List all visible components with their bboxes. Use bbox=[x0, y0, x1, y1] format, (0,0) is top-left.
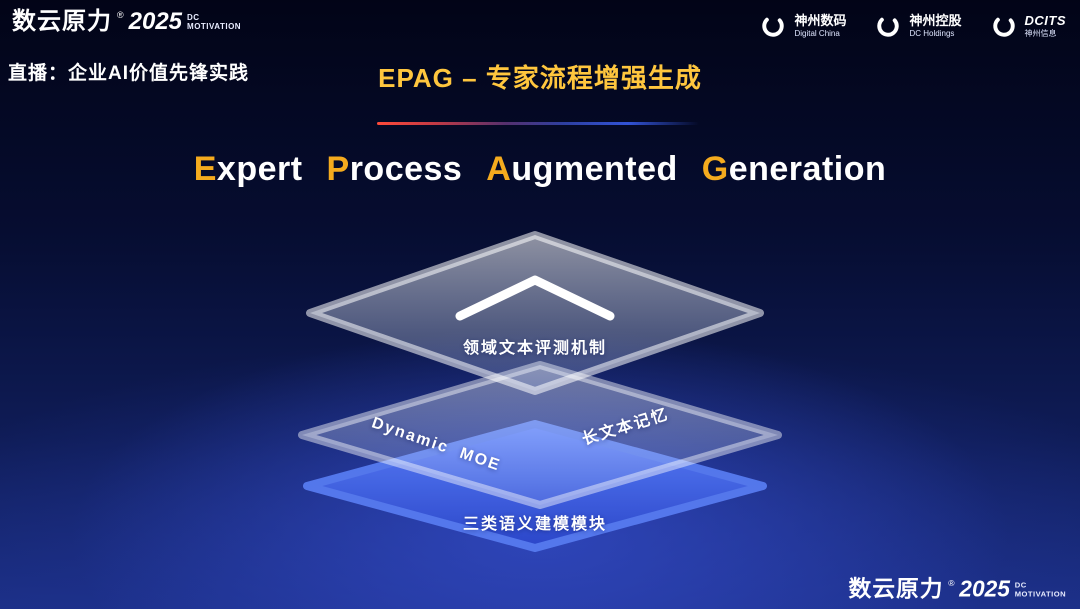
page-title: EPAG – 专家流程增强生成 bbox=[378, 63, 702, 93]
registered-mark: ® bbox=[948, 578, 955, 588]
layer-middle-shape bbox=[298, 361, 782, 509]
logo-subname: Digital China bbox=[794, 28, 840, 38]
layer-top-label: 领域文本评测机制 bbox=[462, 340, 607, 357]
dcits-logo: DCITS 神州信息 bbox=[990, 12, 1067, 40]
title-initial: P bbox=[326, 150, 350, 188]
brand-name: 数云原力 bbox=[12, 8, 112, 35]
logo-name: DCITS bbox=[1024, 12, 1066, 28]
title-word: Generation bbox=[702, 150, 887, 188]
chevron-up-icon bbox=[455, 275, 615, 321]
brand-logo-top-left: 数云原力 ® 2025 DC MOTIVATION bbox=[12, 10, 241, 34]
logo-name: 神州数码 bbox=[794, 12, 847, 28]
title-initial: A bbox=[486, 150, 512, 188]
swoosh-icon bbox=[762, 15, 785, 37]
swoosh-icon bbox=[992, 15, 1015, 37]
dc-holdings-logo: 神州控股 DC Holdings bbox=[874, 12, 962, 40]
title-rest: xpert bbox=[216, 150, 303, 188]
logo-name: 神州控股 bbox=[909, 12, 962, 28]
gradient-divider bbox=[377, 122, 699, 125]
brand-subtitle-line2: MOTIVATION bbox=[187, 22, 242, 32]
brand-year: 2025 bbox=[959, 576, 1010, 602]
logo-subname: 神州信息 bbox=[1024, 28, 1057, 38]
brand-name: 数云原力 bbox=[848, 576, 944, 602]
brand-subtitle: DC MOTIVATION bbox=[1015, 581, 1066, 598]
brand-year: 2025 bbox=[128, 8, 183, 35]
logo-subname: DC Holdings bbox=[909, 28, 955, 38]
layer-top-shape bbox=[306, 231, 764, 395]
layer-bottom-label: 三类语义建模模块 bbox=[462, 516, 607, 533]
title-rest: ugmented bbox=[511, 150, 678, 188]
title-word: Augmented bbox=[486, 150, 678, 188]
brand-subtitle-line1: DC bbox=[187, 13, 200, 22]
title-initial: E bbox=[193, 150, 217, 188]
main-title: Expert Process Augmented Generation bbox=[0, 150, 1080, 189]
registered-mark: ® bbox=[117, 10, 124, 20]
corporate-logos: 神州数码 Digital China 神州控股 DC Holdings DCIT… bbox=[759, 12, 1066, 40]
brand-logo-bottom-right: 数云原力 ® 2025 DC MOTIVATION bbox=[848, 578, 1066, 601]
title-rest: eneration bbox=[728, 150, 887, 188]
brand-subtitle-line1: DC bbox=[1014, 581, 1027, 590]
title-word: Process bbox=[327, 150, 463, 188]
brand-subtitle-line2: MOTIVATION bbox=[1014, 589, 1066, 599]
digital-china-logo: 神州数码 Digital China bbox=[759, 12, 846, 40]
title-rest: rocess bbox=[349, 150, 463, 188]
title-initial: G bbox=[701, 150, 729, 188]
live-stream-label: 直播：企业AI价值先锋实践 bbox=[8, 63, 250, 84]
swoosh-icon bbox=[877, 15, 900, 37]
title-word: Expert bbox=[194, 150, 303, 188]
brand-subtitle: DC MOTIVATION bbox=[187, 13, 241, 31]
layer-stack-diagram bbox=[298, 231, 782, 552]
